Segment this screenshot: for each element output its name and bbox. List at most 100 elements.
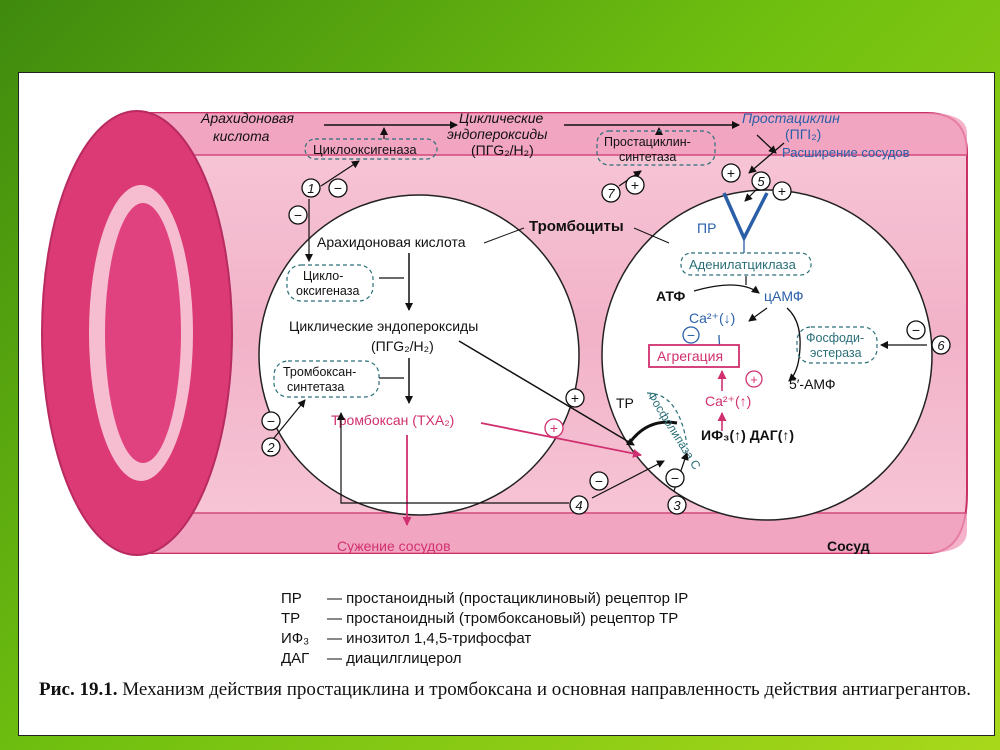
prostacyclin-top-line1: Простациклин: [742, 110, 840, 126]
top-pathway: Арахидоновая кислота Циклооксигеназа Цик…: [200, 110, 910, 174]
vessel-lumen: [105, 203, 181, 463]
marker-3-minus: −: [671, 470, 679, 486]
calcium-up-label: Ca²⁺(↑): [705, 393, 751, 409]
arrow-camp-to-calcium: [748, 307, 768, 322]
marker-4-number: 4: [575, 498, 582, 513]
left-platelet-cell: [258, 194, 580, 516]
legend-text: — простаноидный (простациклиновый) рецеп…: [327, 590, 689, 607]
adenylate-cyclase-box: [680, 252, 812, 276]
ip3-dag-label: ИФ₃(↑) ДАГ(↑): [701, 427, 794, 443]
marker-2: − 2: [261, 411, 281, 457]
legend-row-dag: ДАГ — диацилглицерол: [281, 649, 688, 669]
phosphodiesterase-line1: Фосфоди-: [806, 331, 864, 345]
prostacyclin-synthase-line2: синтетаза: [619, 150, 676, 164]
link-marker4-to-tp: [591, 460, 665, 499]
receptor-tp-shape: [629, 420, 678, 442]
receptor-tp-label: ТР: [616, 395, 634, 411]
legend-row-tr: ТР— простаноидный (тромбоксановый) рецеп…: [281, 609, 688, 629]
arrow-prostacyclin-to-receptor: [748, 142, 785, 174]
atp-label: АТФ: [656, 288, 685, 304]
left-cyclooxygenase-box: [286, 264, 374, 302]
marker-1-number: 1: [307, 181, 314, 196]
thromboxane-label: Тромбоксан (ТХА₂): [331, 412, 454, 428]
phosphodiesterase-line2: эстераза: [810, 346, 862, 360]
legend-row-pr: ПР — простаноидный (простациклиновый) рец…: [281, 589, 688, 609]
amp-label: 5′-АМФ: [789, 376, 836, 392]
arrow-endoperoxides-to-tp: [458, 340, 635, 446]
legend-text: — инозитол 1,4,5-трифосфат: [327, 630, 532, 647]
left-cyclooxygenase-line2: оксигеназа: [296, 284, 359, 298]
plus-txa2-tp: +: [550, 420, 558, 436]
vessel-wall-bottom: [137, 513, 967, 553]
marker-misc: + + + −: [544, 326, 763, 438]
left-endoperoxides: Циклические эндопероксиды: [289, 318, 478, 334]
marker-6-number: 6: [937, 338, 945, 353]
caption-text: Механизм действия простациклина и тромбо…: [122, 679, 971, 700]
drug-markers: 1 − − − 2 − 3 4 −: [261, 160, 951, 515]
plus-calcium-aggregation: +: [750, 372, 758, 387]
platelets-pointer-right: [633, 227, 670, 244]
prostacyclin-synthase-line1: Простациклин-: [604, 135, 691, 149]
link-marker5-to-ip: [744, 188, 758, 202]
marker-7-number: 7: [607, 186, 615, 201]
link-marker4-to-txa2: [337, 412, 569, 504]
arrow-prostacyclin-to-dilation: [756, 134, 777, 154]
thromboxane-synthase-box: [273, 360, 380, 398]
left-endoperoxides-formula: (ПГG₂/H₂): [371, 338, 434, 354]
left-cyclooxygenase-line1: Цикло-: [303, 269, 343, 283]
endoperoxides-top-formula: (ПГG₂/H₂): [471, 142, 534, 158]
marker-2-minus: −: [267, 413, 275, 429]
legend-abbr: ПР: [281, 590, 302, 607]
vessel-dilation-label: Расширение сосудов: [782, 145, 910, 160]
plus-endoperoxide-tp: +: [571, 390, 579, 406]
left-arachidonic-acid: Арахидоновая кислота: [317, 234, 466, 250]
marker-6: − 6: [906, 320, 951, 355]
legend-text: — простаноидный (тромбоксановый) рецепто…: [327, 610, 679, 627]
figure-caption: Рис. 19.1. Механизм действия простацикли…: [39, 679, 984, 701]
cyclooxygenase-top-box: [304, 138, 438, 160]
cross-arrows: Сужение сосудов Сосуд: [337, 340, 870, 554]
caption-label: Рис. 19.1.: [39, 679, 118, 700]
legend-row-ip3: ИФ₃ — инозитол 1,4,5-трифосфат: [281, 629, 688, 649]
receptor-ip-label: ПР: [697, 220, 716, 236]
thromboxane-synthase-line1: Тромбоксан-: [283, 365, 356, 379]
arachidonic-acid-top-line1: Арахидоновая: [200, 110, 294, 126]
camp-label: цАМФ: [764, 288, 804, 304]
vessel-constriction-label: Сужение сосудов: [337, 538, 451, 554]
marker-7-plus: +: [631, 177, 639, 193]
prostacyclin-thromboxane-diagram: Арахидоновая кислота Циклооксигеназа Цик…: [41, 110, 968, 556]
thromboxane-synthase-line2: синтетаза: [287, 380, 344, 394]
slide: Арахидоновая кислота Циклооксигеназа Цик…: [18, 72, 995, 736]
legend: ПР — простаноидный (простациклиновый) рец…: [281, 589, 688, 669]
marker-1-minus: −: [334, 180, 342, 196]
marker-4: 4 −: [569, 471, 609, 515]
arachidonic-acid-top-line2: кислота: [213, 128, 270, 144]
left-platelet: Арахидоновая кислота Цикло- оксигеназа Ц…: [258, 194, 580, 516]
aggregation-box: [648, 344, 740, 368]
platelets-pointer-left: [483, 227, 525, 244]
right-platelet: ПР Аденилатциклаза АТФ цАМФ Ca²⁺(↓) Фосф…: [601, 189, 933, 521]
vessel-label: Сосуд: [827, 538, 870, 554]
minus-calcium-aggregation: −: [687, 327, 695, 343]
link-marker2-to-txs: [273, 399, 306, 439]
marker-6-minus: −: [912, 322, 920, 338]
adenylate-cyclase: Аденилатциклаза: [689, 257, 797, 272]
marker-1: 1 − −: [288, 178, 348, 225]
link-marker1-to-top-cox: [320, 160, 360, 187]
legend-text: — диацилглицерол: [327, 650, 462, 667]
legend-abbr: ИФ₃: [281, 630, 310, 647]
marker-2-number: 2: [266, 440, 275, 455]
arrow-txa2-to-tp: [480, 422, 642, 458]
endoperoxides-top-line2: эндопероксиды: [447, 126, 548, 142]
prostacyclin-synthase-box: [596, 130, 716, 166]
marker-5: + 5 +: [721, 163, 792, 201]
marker-7: 7 +: [601, 175, 645, 203]
legend-abbr: ДАГ: [281, 650, 310, 667]
arrow-camp-to-amp: [786, 307, 801, 382]
prostacyclin-top-line2: (ПГI₂): [785, 126, 821, 142]
arrow-atp-to-camp: [693, 284, 760, 294]
marker-4-minus: −: [595, 473, 603, 489]
phospholipase-c-box: [646, 392, 688, 446]
vessel-wall-top: [137, 113, 967, 155]
marker-3: − 3: [665, 468, 687, 515]
